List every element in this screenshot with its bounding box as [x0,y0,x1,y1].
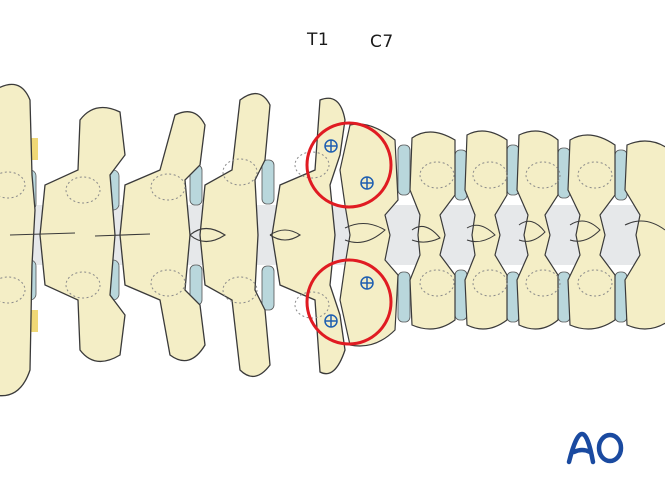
label-t1: T1 [307,30,330,50]
facet-highlight-circles [305,121,393,346]
spinous-processes [9,227,301,243]
ao-logo-o-icon [596,432,624,464]
ligament-accent [30,138,38,160]
entry-point-icon [324,139,338,153]
entry-point-icon [360,276,374,290]
screw-entry-markers [324,139,374,328]
lower-facet-circle [305,258,393,346]
ao-logo-a-icon [566,431,596,465]
thoracic-vertebrae [0,83,346,397]
ligament-accent [30,310,38,332]
entry-point-icon [324,314,338,328]
label-c7: C7 [370,32,394,52]
entry-point-icon [360,176,374,190]
upper-facet-circle [305,121,393,209]
cervical-spinous-processes [344,220,665,243]
ao-logo [566,431,624,465]
